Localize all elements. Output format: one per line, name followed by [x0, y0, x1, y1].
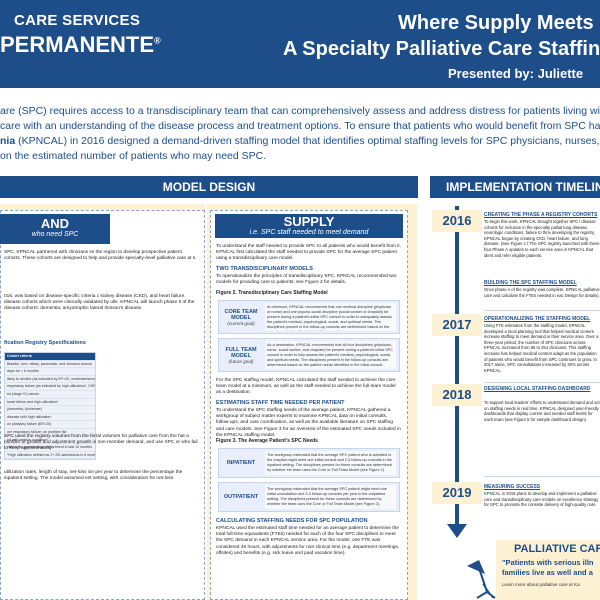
table-row: *High utilization defined as 2+ ED admis…: [5, 452, 95, 460]
core-team-model: CORE TEAM MODEL(current goal) At minimum…: [218, 300, 400, 334]
models-text: To operationalize the principles of tran…: [216, 274, 397, 286]
table-row: Bladder, liver, biliary, pancreatic, and…: [5, 361, 95, 369]
outpatient-desc: The workgroup estimated that the average…: [265, 485, 396, 509]
staffing-text: For the SPC staffing model, KPNCAL calcu…: [216, 378, 396, 396]
table-row: ore respiratory failure: on problem list: [5, 429, 95, 437]
inpatient-desc: The workgroup estimated that the average…: [265, 451, 396, 475]
criteria-title: fication Registry Specifications: [4, 340, 86, 346]
core-team-desc: At minimum, KPNCAL recommends that one m…: [265, 303, 396, 331]
learn-more-text: Learn more about palliative care at Ka: [502, 582, 580, 587]
table-row: days for > 6 months: [5, 368, 95, 376]
estimating-text: To understand the SPC staffing needs of …: [216, 408, 401, 438]
full-team-desc: As a destination, KPNCAL recommends that…: [265, 341, 396, 369]
calc-title: CALCULATING STAFFING NEEDS FOR SPC POPUL…: [216, 518, 368, 524]
year-2019: 2019: [432, 482, 482, 504]
timeline-text-2016b: Once phase A of the registry was complet…: [484, 287, 600, 298]
poster-header: CARE SERVICES PERMANENTE® Where Supply M…: [0, 0, 600, 88]
supply-card: [210, 210, 408, 600]
palliative-care-quote: "Patients with serious illn families liv…: [502, 558, 594, 577]
intro-line: on the estimated number of patients who …: [0, 150, 267, 162]
logo-permanente: PERMANENTE®: [0, 32, 161, 57]
calc-text: KPNCAL used the estimated staff time nee…: [216, 526, 400, 556]
timeline-text-2016: To begin this work, KPNCAL brought toget…: [484, 219, 600, 258]
demand-header: AND who need SPC: [0, 214, 110, 244]
outpatient-label: OUTPATIENT: [223, 494, 259, 500]
full-team-model: FULL TEAM MODEL(future goal) As a destin…: [218, 338, 400, 372]
palliative-care-box: [496, 540, 600, 600]
timeline-text-2019: KPNCAL in 2019 plans to develop and impl…: [484, 491, 599, 508]
inpatient-label: INPATIENT: [226, 460, 256, 466]
timeline-title-2018: DESIGNING LOCAL STAFFING DASHBOARD: [484, 386, 591, 392]
table-row: (dementia, Alzheimer): [5, 406, 95, 414]
intro-paragraph: are (SPC) requires access to a transdisc…: [0, 104, 600, 164]
full-team-label: FULL TEAM MODEL: [225, 346, 257, 359]
timeline-title-2016b: BUILDING THE SPC STAFFING MODEL: [484, 280, 577, 286]
demand-para-3: SPC used the registry volumes from the f…: [4, 434, 198, 452]
demand-para-2: 016, was based on disease-specific crite…: [4, 294, 195, 312]
table-row: disease with high utilization:: [5, 414, 95, 422]
supply-header: SUPPLY i.e. SPC staff needed to meet dem…: [215, 214, 403, 238]
table-row: likely to decline (as indicated by EF<20…: [5, 376, 95, 384]
demand-para-1: SPC, KPNCAL partnered with clinicians ss…: [4, 250, 197, 262]
year-2018: 2018: [432, 384, 482, 406]
demand-para-4: utilization rates, length of stay, net-l…: [4, 470, 183, 482]
figure-3-title: Figure 3. The Average Patient's SPC Need…: [216, 438, 318, 444]
timeline-arrow: [447, 524, 467, 538]
poster-title-line2: A Specialty Palliative Care Staffing: [283, 38, 600, 60]
estimating-title: ESTIMATING STAFF TIME NEEDED PER PATIENT: [216, 400, 345, 406]
table-header: Cohort criteria: [5, 353, 95, 361]
table-row: respiratory failure (as indicated by hig…: [5, 383, 95, 391]
inpatient-row: INPATIENT The workgroup estimated that t…: [218, 448, 400, 478]
models-title: TWO TRANSDISCIPLINARY MODELS: [216, 266, 313, 272]
supply-intro: To understand the staff needed to provid…: [216, 244, 401, 262]
timeline-title-2016: CREATING THE PHASE A REGISTRY COHORTS: [484, 212, 598, 218]
core-team-sub: (current goal): [227, 320, 255, 326]
figure-2-title: Figure 2. Transdisciplinary Care Staffin…: [216, 290, 328, 296]
timeline-separator: [484, 310, 600, 311]
timeline-separator: [484, 476, 600, 477]
table-row: ed (stage IV) cancer: [5, 391, 95, 399]
lamp-icon: [467, 560, 496, 599]
poster-title-line1: Where Supply Meets: [398, 12, 594, 34]
timeline-text-2017: Using FTE estimates from the staffing mo…: [484, 323, 599, 373]
year-2017: 2017: [432, 314, 482, 336]
criteria-table: Cohort criteria Bladder, liver, biliary,…: [4, 352, 96, 461]
intro-line: care with an understanding of the diseas…: [0, 120, 600, 132]
timeline-separator: [484, 382, 600, 383]
core-team-label: CORE TEAM MODEL: [224, 308, 258, 321]
timeline-text-2018: To support local leaders' efforts to und…: [484, 400, 600, 422]
full-team-sub: (future goal): [228, 358, 254, 364]
logo-care-services: CARE SERVICES: [14, 12, 141, 29]
table-row: ed with serious condition*: [5, 437, 95, 445]
table-row: ce (dialysis) failure (ER<20): [5, 421, 95, 429]
timeline-line: [455, 206, 459, 526]
intro-line: nia (KPNCAL) in 2016 designed a demand-d…: [0, 135, 600, 147]
presenter: Presented by: Juliette: [448, 66, 584, 81]
outpatient-row: OUTPATIENT The workgroup estimated that …: [218, 482, 400, 512]
table-row: visit to the pulmonology department in l…: [5, 444, 95, 452]
table-row: heart failure and high utilization*: [5, 399, 95, 407]
palliative-care-title: PALLIATIVE CARE: [514, 543, 600, 555]
implementation-timeline-heading: IMPLEMENTATION TIMELINE: [430, 176, 600, 198]
year-2016: 2016: [432, 210, 482, 232]
timeline-title-2019: MEASURING SUCCESS: [484, 484, 541, 490]
timeline-title-2017: OPERATIONALIZING THE STAFFING MODEL: [484, 316, 591, 322]
model-design-heading: MODEL DESIGN: [0, 176, 418, 198]
intro-line: are (SPC) requires access to a transdisc…: [0, 105, 600, 117]
